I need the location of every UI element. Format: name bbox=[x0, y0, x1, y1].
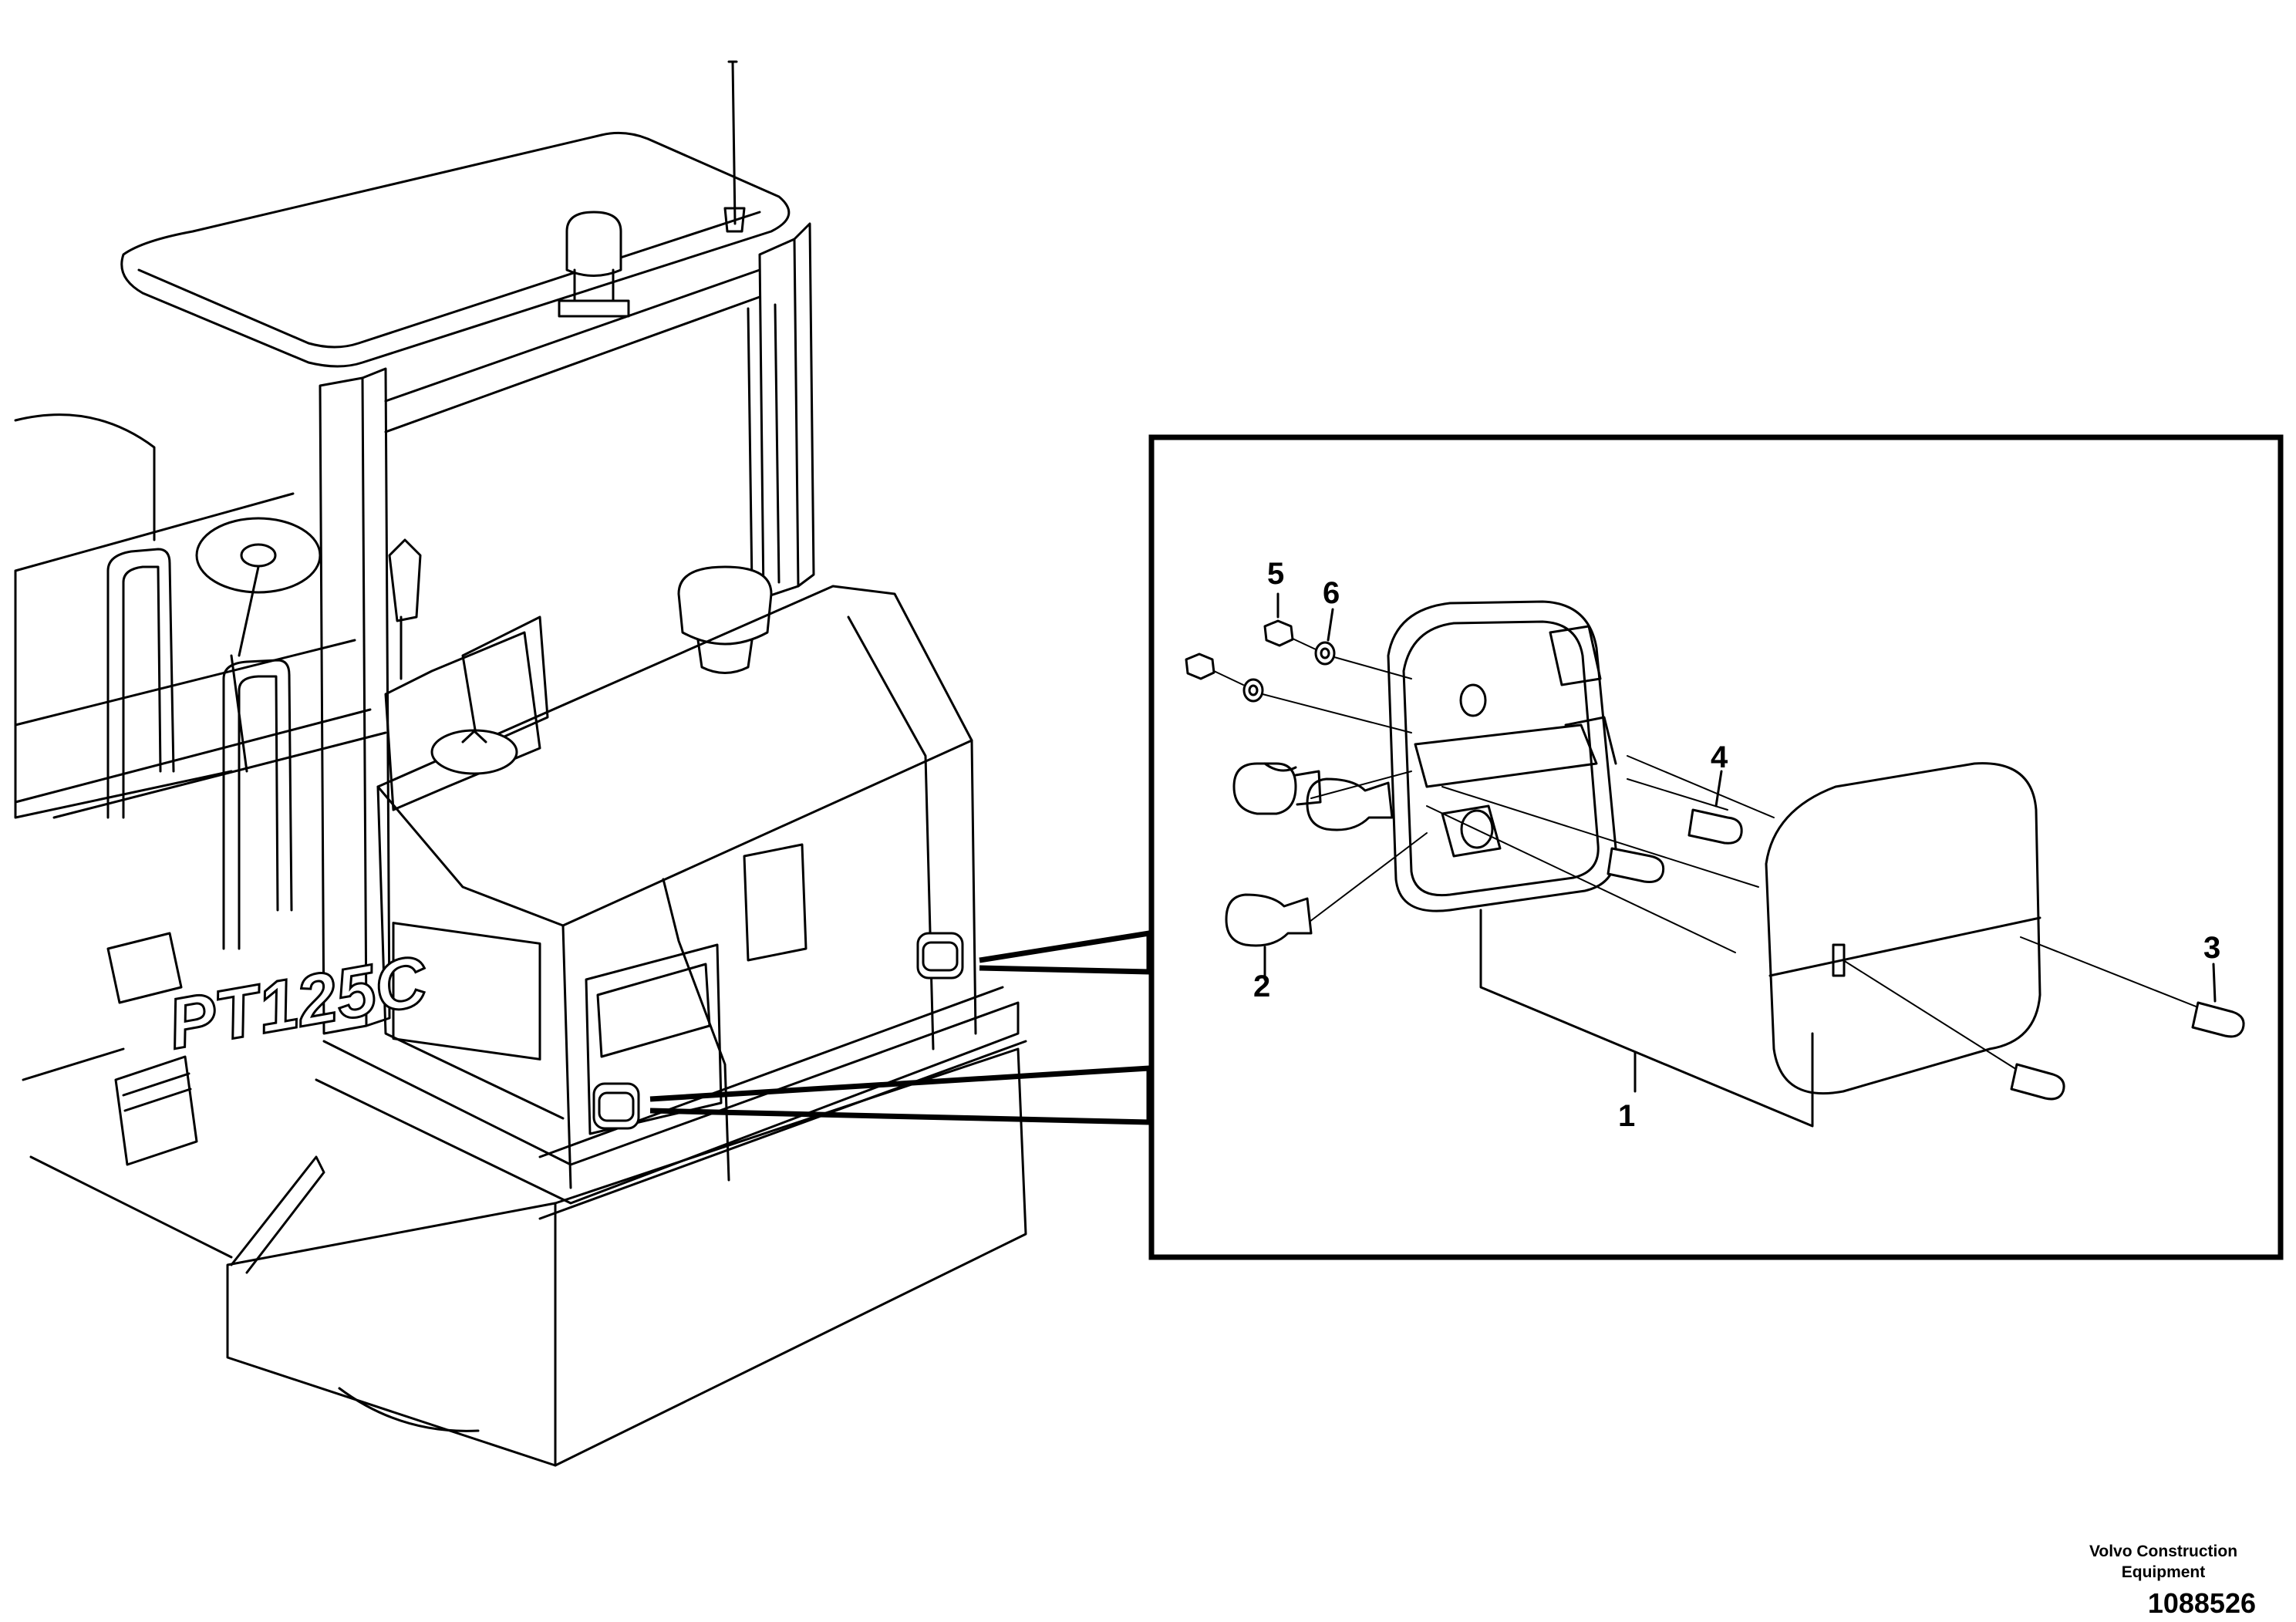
engine-hood-side bbox=[376, 785, 565, 1120]
callout-6: 6 bbox=[1323, 576, 1340, 610]
callout-4: 4 bbox=[1711, 740, 1728, 774]
assembly-axis-lines bbox=[1213, 638, 2207, 1073]
screw-item-3 bbox=[2191, 1001, 2245, 1038]
callout-2: 2 bbox=[1253, 969, 1270, 1003]
control-console bbox=[384, 631, 541, 811]
bulb-lower bbox=[1225, 893, 1313, 947]
model-marking: PT125C bbox=[163, 941, 434, 1064]
rear-frame bbox=[315, 1001, 1020, 1205]
drawing-number: 1088526 bbox=[2147, 1587, 2256, 1619]
detail-leader-upper bbox=[979, 930, 1152, 975]
bulb-upper-socket bbox=[1232, 762, 1297, 815]
publisher-credit: Volvo Construction Equipment bbox=[2063, 1541, 2264, 1583]
fill-cap bbox=[430, 729, 518, 775]
beacon-light bbox=[565, 211, 622, 277]
bulb-holder bbox=[1414, 723, 1598, 788]
callout-3: 3 bbox=[2203, 931, 2220, 965]
screw-lower bbox=[2010, 1063, 2065, 1101]
lamp-exploded-view bbox=[1185, 592, 2245, 1128]
screw-item-4 bbox=[1687, 808, 1743, 845]
publisher-credit-line-2: Equipment bbox=[2121, 1563, 2206, 1581]
washer-item-6 bbox=[1314, 641, 1336, 666]
rear-lamp-upper bbox=[916, 932, 964, 980]
publisher-credit-line-1: Volvo Construction bbox=[2089, 1543, 2238, 1560]
service-panel-left bbox=[392, 922, 541, 1061]
handrail-right bbox=[222, 659, 293, 950]
item-1-bracket bbox=[1479, 909, 1814, 1128]
nut-item-5 bbox=[1263, 619, 1294, 647]
air-precleaner bbox=[677, 565, 773, 646]
roof-canopy bbox=[120, 131, 791, 368]
screw-middle bbox=[1607, 847, 1665, 883]
rear-lamp-lower bbox=[592, 1082, 640, 1130]
callout-1: 1 bbox=[1618, 1099, 1635, 1133]
washer-upper-left bbox=[1242, 678, 1264, 703]
antenna bbox=[731, 60, 737, 225]
lamp-lens-cover bbox=[1765, 762, 2041, 1095]
steering-wheel bbox=[195, 517, 322, 594]
nut-upper-left bbox=[1185, 653, 1215, 680]
lamp-base-plate bbox=[1387, 600, 1617, 912]
operator-deck bbox=[14, 413, 295, 819]
machine-illustration: PT125C bbox=[14, 60, 1027, 1467]
handrail-left bbox=[106, 548, 175, 819]
callout-5: 5 bbox=[1267, 557, 1284, 591]
access-door bbox=[585, 943, 723, 1135]
step-plate bbox=[106, 932, 183, 1004]
exhaust-pipe bbox=[747, 303, 781, 588]
detail-view-frame bbox=[1148, 434, 2284, 1260]
rops-post-left bbox=[319, 376, 368, 1035]
